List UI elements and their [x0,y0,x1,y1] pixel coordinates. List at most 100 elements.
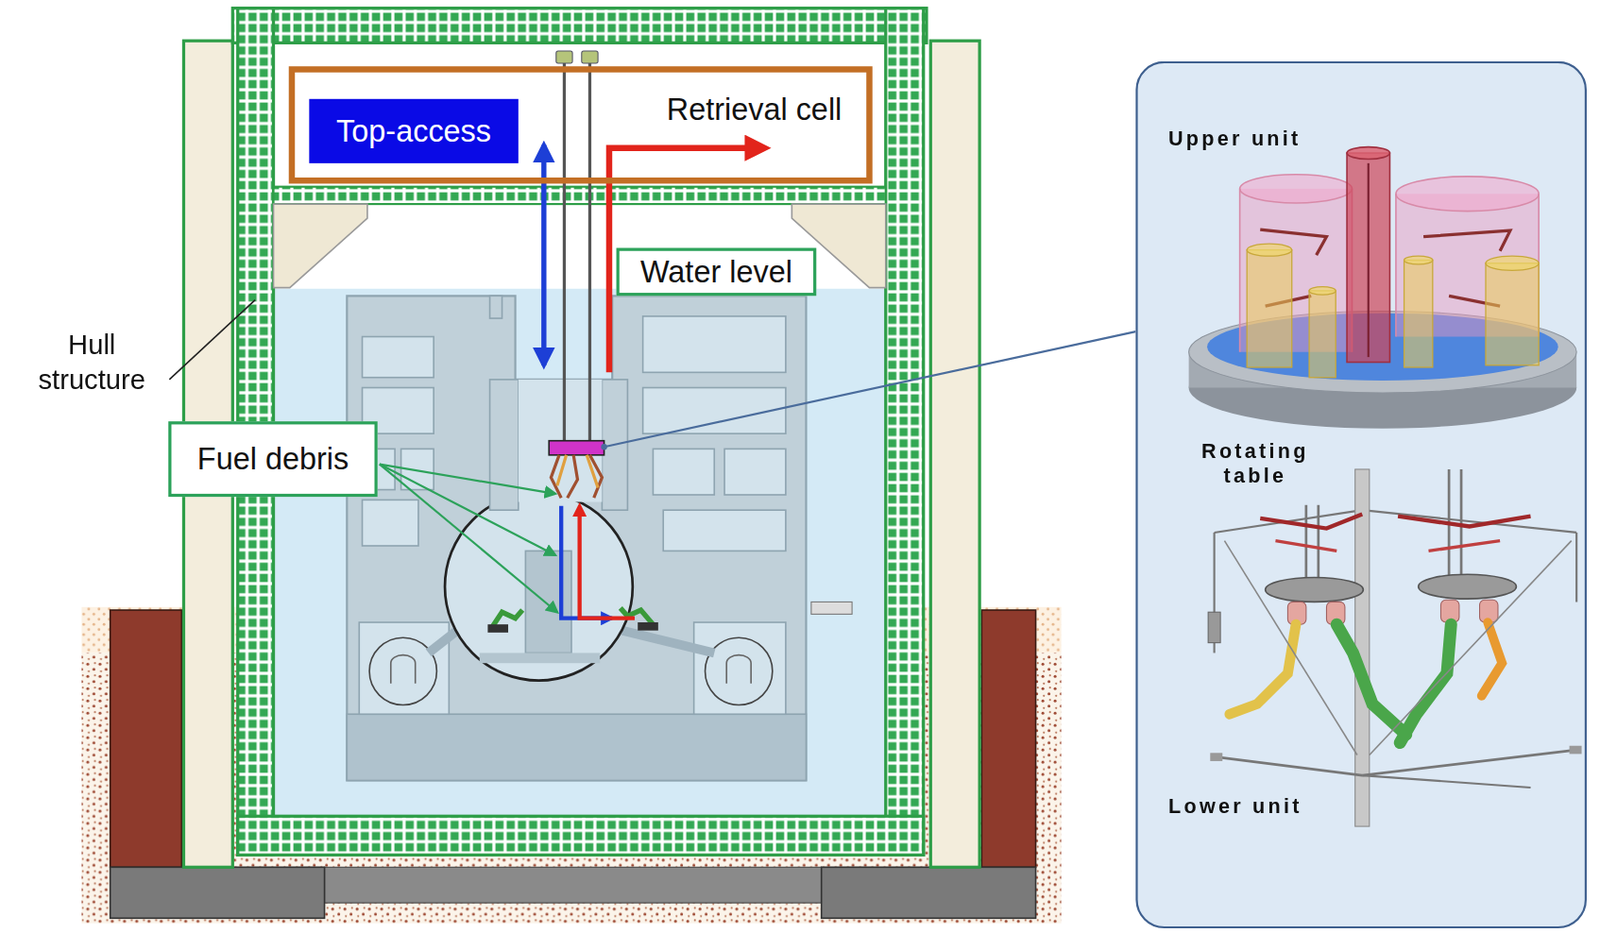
reactor-building [652,448,715,495]
box-label: Retrieval cell [666,92,843,128]
ground [981,610,1036,868]
reactor-building [391,655,416,684]
leader-line [600,443,607,450]
lower-unit-figure [1229,624,1296,715]
reactor-building [726,655,751,684]
lower-unit-figure [1265,577,1364,602]
lower-unit-figure [1259,513,1531,528]
retrieval-equipment [557,455,598,489]
upper-unit-figure [1346,147,1390,160]
ground [821,867,1037,919]
upper-unit-figure [1404,255,1433,265]
upper-unit-figure [1395,176,1539,212]
ground [110,867,325,919]
reactor-building [643,316,786,373]
access-arrow [561,506,613,619]
retrieval-equipment [581,51,598,64]
lower-unit-figure [1208,612,1221,643]
reactor-building [724,448,786,495]
upper-unit-figure [1485,263,1539,366]
upper-unit-figure [1395,193,1397,337]
upper-unit-figure [1240,174,1353,204]
reactor-building [663,510,786,551]
reactor-building [428,630,458,654]
retrieval-cell-box: Retrieval cellTop-access [289,66,873,184]
retrieval-equipment [588,59,592,442]
part-name: Upper unit [1168,126,1424,152]
upper-unit-figure [1239,188,1242,353]
reactor-building [346,295,806,781]
upper-unit-figure [1309,287,1336,296]
part-name: Rotating table [1183,439,1327,489]
ground [110,610,183,868]
lower-unit-figure [1569,746,1583,755]
upper-unit-figure [1485,255,1539,271]
leader-line [169,300,256,380]
retrieval-equipment [562,59,566,442]
callout-panel: Upper unitRotating tableLower unit [1135,61,1587,929]
reactor-building [358,622,449,715]
hull-structure [273,204,368,289]
reactor-building [369,637,437,705]
reactor-building [525,550,572,653]
reactor-building [362,337,435,378]
leader-line [379,464,556,556]
reactor-building [490,295,503,319]
water-level-box: Water level [616,248,818,297]
lower-unit-figure [1214,510,1578,533]
retrieval-equipment [548,441,604,456]
lower-unit-figure [1224,541,1357,756]
reactor-building [346,714,806,781]
retrieval-equipment [637,622,659,631]
reactor-building [346,295,852,781]
lower-unit-figure [1361,749,1577,776]
lower-unit-figure [1208,469,1582,827]
retrieval-arrow [579,148,750,619]
part-label: Hull structure [15,328,169,398]
lower-unit-figure [1355,469,1370,827]
hull-structure [273,187,886,205]
fuel-debris-box: Fuel debris [168,421,377,497]
hull-structure [273,289,886,818]
lower-unit-figure [1418,574,1517,599]
reactor-building [622,630,715,654]
hull-structure [885,8,924,856]
reactor-building [362,499,419,546]
callout-panel-fill [1135,61,1587,929]
leader-line [604,331,1137,447]
retrieval-equipment [556,51,573,64]
lower-unit-figure [1316,505,1320,582]
lower-unit-figure [1216,757,1362,776]
lower-unit-figure [1361,775,1531,788]
access-arrow [541,144,546,365]
retrieval-equipment [550,455,602,498]
reactor-building [479,652,600,664]
lower-unit-figure [1336,624,1406,735]
hull-structure [232,8,927,44]
upper-unit-figure [1189,147,1578,429]
lower-unit-figure [1369,541,1572,756]
box-label: Water level [640,255,793,290]
box-label: Top-access [336,113,492,149]
retrieval-equipment [487,624,509,633]
lower-unit-figure [1209,752,1223,762]
callout-panel-fill [1135,61,1587,929]
upper-unit-figure [1346,153,1390,362]
lower-unit-figure [1575,532,1578,602]
retrieval-arrow [579,508,635,619]
box-label: Fuel debris [197,442,349,477]
leader-line [379,464,558,613]
upper-unit-figure [1367,163,1370,358]
hull-structure [930,40,980,868]
hull-structure [238,816,924,855]
lower-unit-figure [1275,541,1500,552]
reactor-building [705,637,773,705]
part-name: Lower unit [1168,794,1424,819]
leader-line [169,300,1136,613]
reactor-building [490,379,519,511]
lower-unit-figure [1399,624,1451,743]
upper-unit-figure [1246,243,1293,256]
reactor-building [444,493,633,681]
reactor-building [811,601,852,614]
